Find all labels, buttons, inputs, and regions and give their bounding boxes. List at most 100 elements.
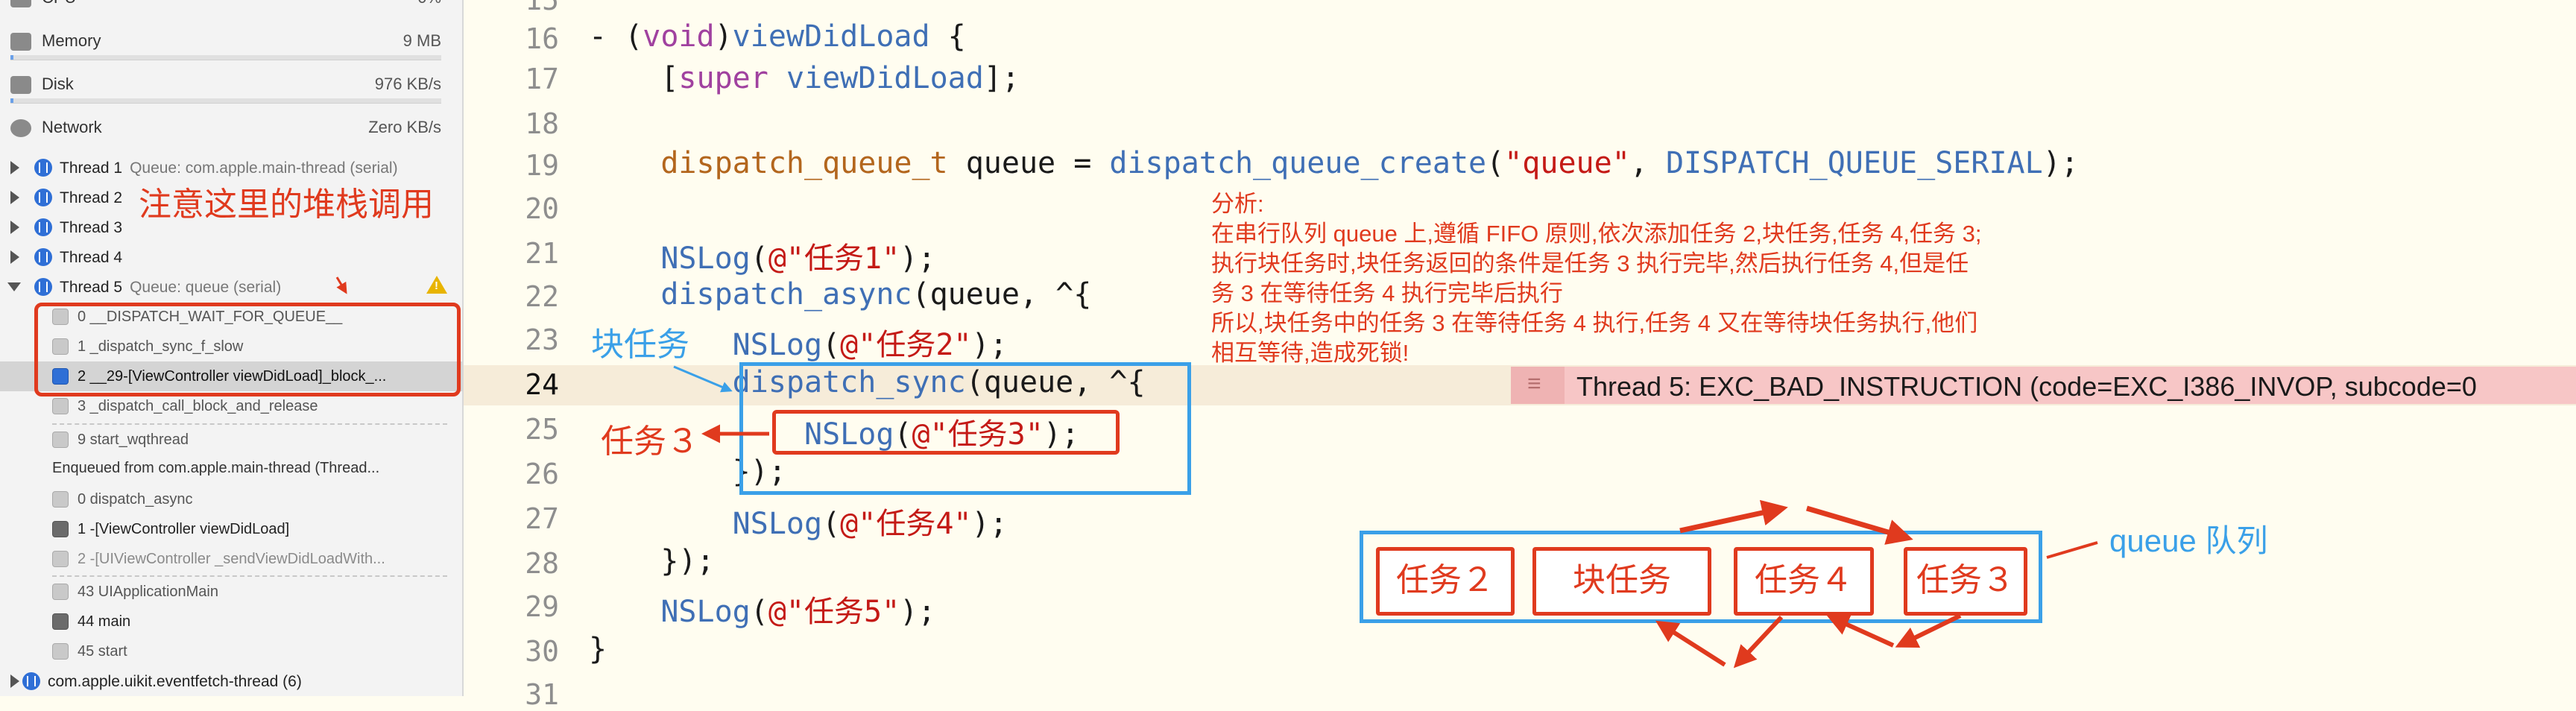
stack-frame[interactable]: 1 _dispatch_sync_f_slow — [0, 332, 462, 361]
error-banner[interactable]: Thread 5: EXC_BAD_INSTRUCTION (code=EXC_… — [1511, 367, 2576, 404]
thread-name: Thread 1 — [60, 159, 123, 177]
thread-name: Thread 5 — [60, 279, 123, 296]
line-number: 16 — [525, 22, 559, 55]
disclosure-triangle-icon[interactable] — [10, 191, 19, 204]
thread-icon — [34, 248, 52, 266]
frame-label: 43 UIApplicationMain — [78, 584, 218, 600]
code-editor[interactable]: 15 16 17 18 19 20 21 22 23 24 25 26 27 2… — [464, 0, 2576, 711]
stack-frame[interactable]: 43 UIApplicationMain — [0, 577, 462, 607]
line-number-current: 24 — [525, 368, 559, 401]
code-token — [589, 146, 660, 180]
code-line-25[interactable]: NSLog(@"任务3"); — [589, 410, 1079, 453]
gauge-network[interactable]: Network Zero KB/s — [0, 107, 462, 149]
frame-label: 0 dispatch_async — [78, 491, 193, 508]
code-token — [589, 241, 660, 276]
stack-frame[interactable]: 3 _dispatch_call_block_and_release — [0, 391, 462, 421]
stack-frame-selected[interactable]: 2 __29-[ViewController viewDidLoad]_bloc… — [0, 361, 462, 391]
thread-name: Thread 2 — [60, 189, 123, 206]
thread-row[interactable]: Thread 4 — [0, 242, 462, 272]
code-token: ); — [900, 595, 936, 629]
thread-name: Thread 4 — [60, 249, 123, 266]
thread-row[interactable]: Thread 1 Queue: com.apple.main-thread (se… — [0, 153, 462, 183]
stack-frame[interactable]: 1 -[ViewController viewDidLoad] — [0, 514, 462, 544]
code-token: (queue, ^{ — [965, 365, 1146, 399]
code-token — [589, 277, 660, 312]
code-token: ); — [2042, 146, 2079, 180]
line-number: 19 — [525, 149, 559, 182]
code-line-22[interactable]: dispatch_async(queue, ^{ — [589, 277, 1091, 312]
cpu-icon — [10, 0, 31, 7]
task3-label: 任务３ — [601, 423, 699, 460]
thread-icon — [34, 159, 52, 177]
code-token: [ — [589, 61, 679, 95]
code-token: "queue" — [1504, 146, 1630, 180]
disclosure-triangle-icon[interactable] — [10, 161, 19, 174]
code-token: ( — [1486, 146, 1505, 180]
code-token — [589, 507, 733, 541]
gauge-value: 9 MB — [402, 31, 441, 50]
gauge-cpu[interactable]: CPU 0% — [0, 0, 462, 19]
memory-icon — [10, 33, 31, 51]
gauge-memory[interactable]: Memory 9 MB — [0, 21, 462, 63]
thread-queue: Queue: queue (serial) — [130, 279, 282, 296]
frame-icon — [52, 309, 69, 325]
stack-frame[interactable]: 0 __DISPATCH_WAIT_FOR_QUEUE__ — [0, 302, 462, 332]
frame-icon — [52, 338, 69, 355]
block-task-label: 块任务 — [591, 326, 689, 363]
code-line-30[interactable]: } — [589, 632, 607, 666]
queue-item-task4: 任务４ — [1734, 547, 1874, 616]
code-line-23[interactable]: NSLog(@"任务2"); — [589, 320, 1008, 364]
gauge-value: Zero KB/s — [368, 118, 441, 136]
debug-navigator: CPU 0% Memory 9 MB Disk 976 KB/s Network… — [0, 0, 464, 696]
code-line-21[interactable]: NSLog(@"任务1"); — [589, 234, 935, 277]
thread-queue: Queue: com.apple.main-thread (serial) — [130, 159, 398, 177]
gauge-label: CPU — [42, 0, 76, 7]
stack-frame[interactable]: 45 start — [0, 636, 462, 666]
code-line-17[interactable]: [super viewDidLoad]; — [589, 61, 1020, 95]
frame-icon — [52, 643, 69, 660]
code-token: viewDidLoad — [732, 19, 930, 54]
disclosure-triangle-icon[interactable] — [7, 282, 21, 291]
disclosure-triangle-icon[interactable] — [10, 250, 19, 264]
line-number: 31 — [525, 678, 559, 711]
code-token — [589, 595, 660, 629]
line-number: 28 — [525, 547, 559, 580]
code-line-19[interactable]: dispatch_queue_t queue = dispatch_queue_… — [589, 146, 2079, 180]
code-token: void — [643, 19, 715, 54]
frame-label: 44 main — [78, 613, 131, 630]
code-line-24[interactable]: dispatch_sync(queue, ^{ — [589, 365, 1146, 399]
code-line-28[interactable]: }); — [589, 544, 715, 578]
frame-icon — [52, 551, 69, 567]
code-token: , — [1629, 146, 1666, 180]
frame-separator — [52, 575, 447, 577]
stack-frame[interactable]: 2 -[UIViewController _sendViewDidLoadWit… — [0, 544, 462, 574]
code-token: ( — [894, 417, 912, 452]
stack-note: 注意这里的堆栈调用 — [139, 186, 434, 223]
analysis-line: 在串行队列 queue 上,遵循 FIFO 原则,依次添加任务 2,块任务,任务… — [1211, 221, 1982, 247]
gauge-value: 976 KB/s — [374, 75, 441, 93]
line-number: 30 — [525, 635, 559, 668]
frame-icon — [52, 432, 69, 448]
stack-frame[interactable]: 44 main — [0, 607, 462, 636]
disclosure-triangle-icon[interactable] — [10, 674, 19, 688]
stack-frame[interactable]: 0 dispatch_async — [0, 484, 462, 514]
thread-row[interactable]: Thread 3 — [0, 212, 462, 242]
error-menu-icon[interactable] — [1511, 367, 1565, 404]
gauge-disk[interactable]: Disk 976 KB/s — [0, 64, 462, 106]
disclosure-triangle-icon[interactable] — [10, 221, 19, 234]
thread-row-expanded[interactable]: Thread 5 Queue: queue (serial) — [0, 272, 462, 302]
stack-frame[interactable]: 9 start_wqthread — [0, 425, 462, 455]
analysis-line: 相互等待,造成死锁! — [1211, 340, 1409, 366]
code-line-27[interactable]: NSLog(@"任务4"); — [589, 499, 1008, 543]
thread-row[interactable]: Thread 2 — [0, 183, 462, 212]
frame-label: 2 -[UIViewController _sendViewDidLoadWit… — [78, 551, 385, 567]
code-line-29[interactable]: NSLog(@"任务5"); — [589, 587, 935, 631]
warning-icon[interactable]: ! — [426, 276, 447, 294]
code-token: ); — [971, 507, 1008, 541]
code-token — [768, 61, 786, 95]
disk-bar — [10, 98, 441, 104]
code-token: NSLog — [660, 241, 751, 276]
line-number: 29 — [525, 590, 559, 623]
thread-row[interactable]: com.apple.uikit.eventfetch-thread (6) — [0, 666, 462, 696]
code-line-16[interactable]: - (void)viewDidLoad { — [589, 19, 966, 54]
